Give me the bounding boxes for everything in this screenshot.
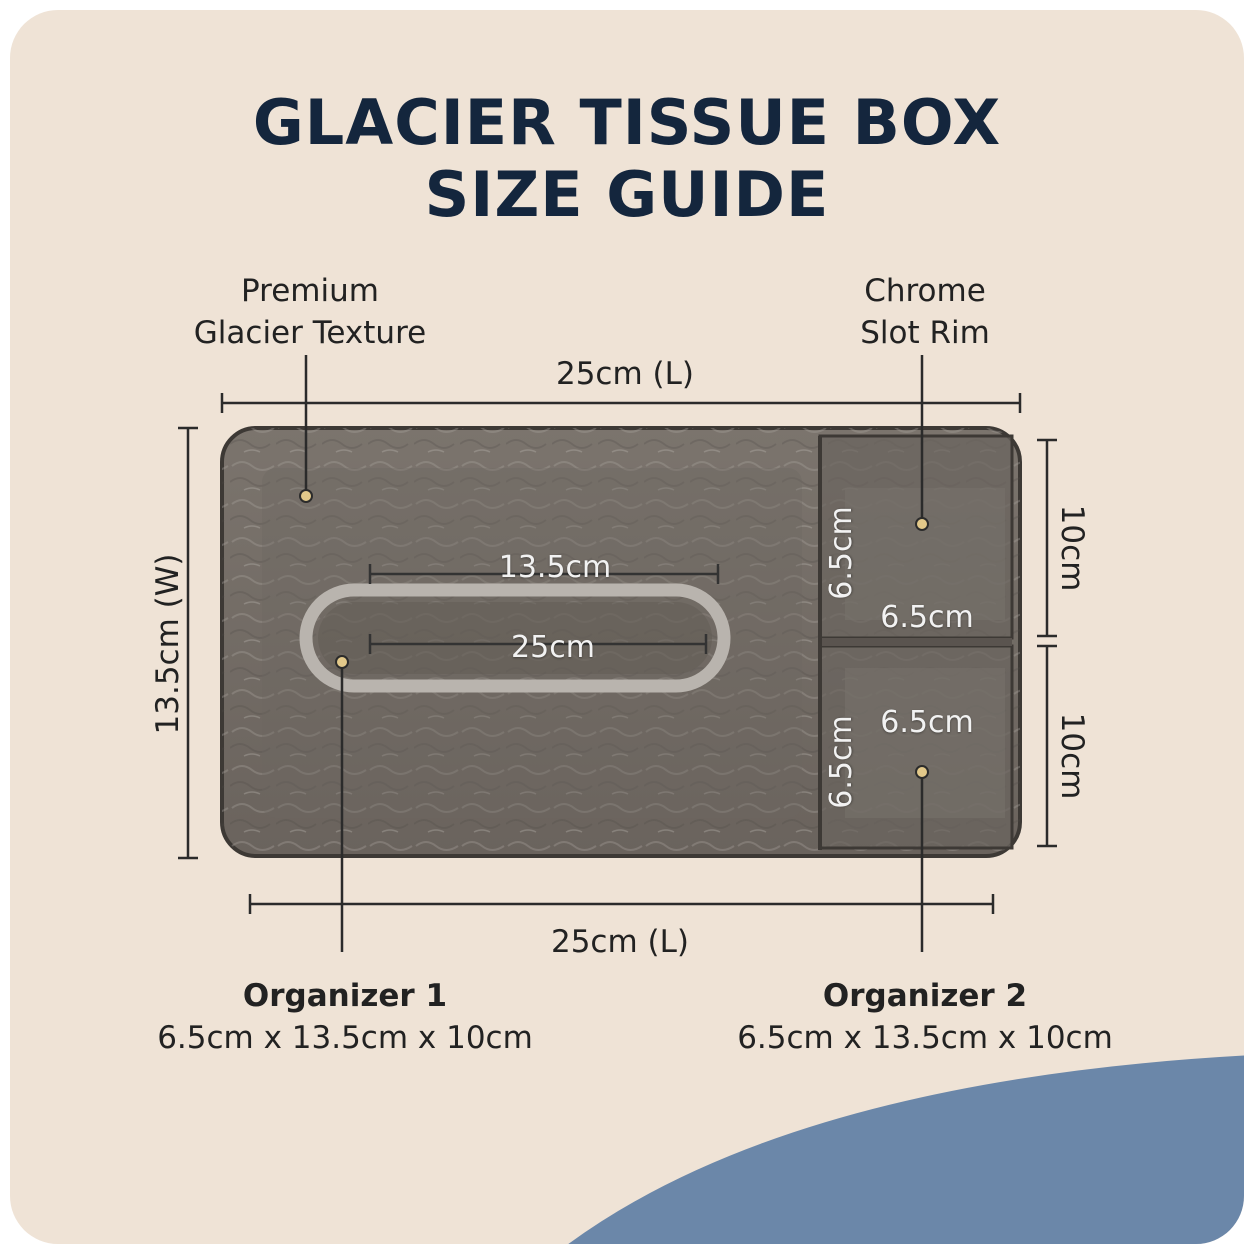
organizer-1-caption: Organizer 1 6.5cm x 13.5cm x 10cm xyxy=(120,975,570,1059)
compartment-upper-vertical: 6.5cm xyxy=(824,506,859,600)
compartment-lower-vertical: 6.5cm xyxy=(824,715,859,809)
organizer-2-size: 6.5cm x 13.5cm x 10cm xyxy=(737,1020,1113,1056)
size-guide-card: GLACIER TISSUE BOX SIZE GUIDE Premium Gl… xyxy=(10,10,1244,1244)
texture-label-line-1: Premium xyxy=(241,273,379,309)
accent-wave xyxy=(568,1055,1244,1244)
organizer-2-name: Organizer 2 xyxy=(822,978,1028,1014)
dimension-width: 13.5cm (W) xyxy=(150,553,186,735)
rim-label: Chrome Slot Rim xyxy=(800,270,1050,354)
rim-label-line-1: Chrome xyxy=(864,273,986,309)
dimension-bottom-length: 25cm (L) xyxy=(550,924,689,960)
slot-length-label: 25cm xyxy=(511,630,595,665)
marker-texture xyxy=(299,489,313,503)
compartment-upper-horizontal: 6.5cm xyxy=(880,600,974,635)
slot-width-label: 13.5cm xyxy=(498,550,612,585)
marker-organizer-1 xyxy=(335,655,349,669)
rim-label-line-2: Slot Rim xyxy=(860,315,990,351)
texture-label: Premium Glacier Texture xyxy=(160,270,460,354)
page-title-line-2: SIZE GUIDE xyxy=(424,158,830,231)
dimension-top-length: 25cm (L) xyxy=(555,356,694,392)
organizer-2-caption: Organizer 2 6.5cm x 13.5cm x 10cm xyxy=(700,975,1150,1059)
compartment-lower-horizontal: 6.5cm xyxy=(880,705,974,740)
diagram-stage: GLACIER TISSUE BOX SIZE GUIDE Premium Gl… xyxy=(10,10,1244,1244)
texture-label-line-2: Glacier Texture xyxy=(193,315,427,351)
tissue-slot-rim xyxy=(299,583,731,693)
box-diagram xyxy=(178,355,1244,1244)
organizer-1-size: 6.5cm x 13.5cm x 10cm xyxy=(157,1020,533,1056)
marker-organizer-2 xyxy=(915,765,929,779)
page-title-line-1: GLACIER TISSUE BOX xyxy=(252,86,1002,159)
dimension-right-upper: 10cm xyxy=(1054,504,1090,592)
marker-rim xyxy=(915,517,929,531)
dimension-right-lower: 10cm xyxy=(1054,712,1090,800)
organizer-1-name: Organizer 1 xyxy=(242,978,448,1014)
